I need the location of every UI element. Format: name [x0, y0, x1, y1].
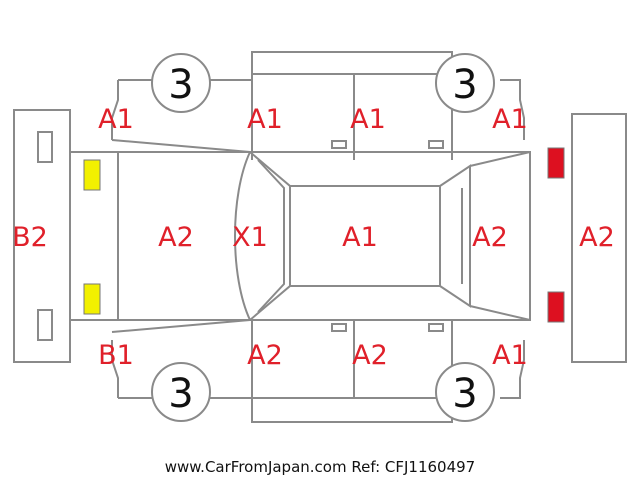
code-front-right-fender: B1 — [98, 340, 134, 371]
front-lamp-left-marker — [83, 159, 101, 191]
front-bumper-recess-bottom — [37, 309, 53, 341]
bottom-door-handle-1 — [331, 323, 347, 332]
top-door-handle-1 — [331, 140, 347, 149]
rear-glass — [439, 164, 471, 308]
rear-bumper — [571, 113, 627, 363]
front-lamp-right-marker — [83, 283, 101, 315]
code-front-left-door: A1 — [247, 104, 283, 135]
footer-reference: www.CarFromJapan.com Ref: CFJ1160497 — [165, 458, 475, 476]
tyre-front-left-circle — [151, 53, 211, 113]
top-view-body — [65, 139, 531, 333]
roof-panel — [289, 185, 441, 287]
rear-lamp-right-marker — [547, 291, 565, 323]
tyre-front-left-label: 3 — [168, 62, 193, 108]
front-bumper-recess-top — [37, 131, 53, 163]
tyre-rear-right-circle — [435, 362, 495, 422]
code-rear-left-door: A1 — [350, 104, 386, 135]
tyre-rear-right-label: 3 — [452, 371, 477, 417]
windshield-curve — [234, 151, 251, 321]
tyre-front-left: 3 — [151, 53, 211, 113]
bottom-body-side — [111, 320, 525, 423]
bottom-door-handle-2 — [428, 323, 444, 332]
windshield-inner — [257, 159, 285, 313]
bottom-side-step-panel — [251, 397, 453, 423]
tyre-front-right-circle — [151, 362, 211, 422]
front-bumper-group — [13, 109, 71, 363]
code-roof: A1 — [342, 222, 378, 253]
hood-left-crease — [111, 139, 251, 153]
code-front-left-fender: A1 — [98, 104, 134, 135]
code-rear-left-quarter: A1 — [492, 104, 528, 135]
code-rear-right-door: A2 — [352, 340, 388, 371]
rear-bottom-crease — [469, 305, 531, 321]
top-door-handle-2 — [428, 140, 444, 149]
top-side-step-panel — [251, 51, 453, 75]
code-front-bumper: B2 — [12, 222, 48, 253]
code-rear-glass: A2 — [472, 222, 508, 253]
rear-bumper-group — [571, 113, 627, 363]
rear-top-crease — [469, 151, 531, 167]
code-hood: A2 — [158, 222, 194, 253]
code-windshield: X1 — [232, 222, 268, 253]
body-outline — [65, 151, 531, 321]
hood-right-crease — [111, 319, 251, 333]
tyre-rear-left: 3 — [435, 53, 495, 113]
tyre-rear-left-circle — [435, 53, 495, 113]
tyre-front-right-label: 3 — [168, 371, 193, 417]
tyre-front-right: 3 — [151, 362, 211, 422]
tyre-rear-left-label: 3 — [452, 62, 477, 108]
rear-lamp-left-marker — [547, 147, 565, 179]
tyre-rear-right: 3 — [435, 362, 495, 422]
code-front-right-door: A2 — [247, 340, 283, 371]
code-rear-bumper: A2 — [579, 222, 615, 253]
code-rear-right-quarter: A1 — [492, 340, 528, 371]
